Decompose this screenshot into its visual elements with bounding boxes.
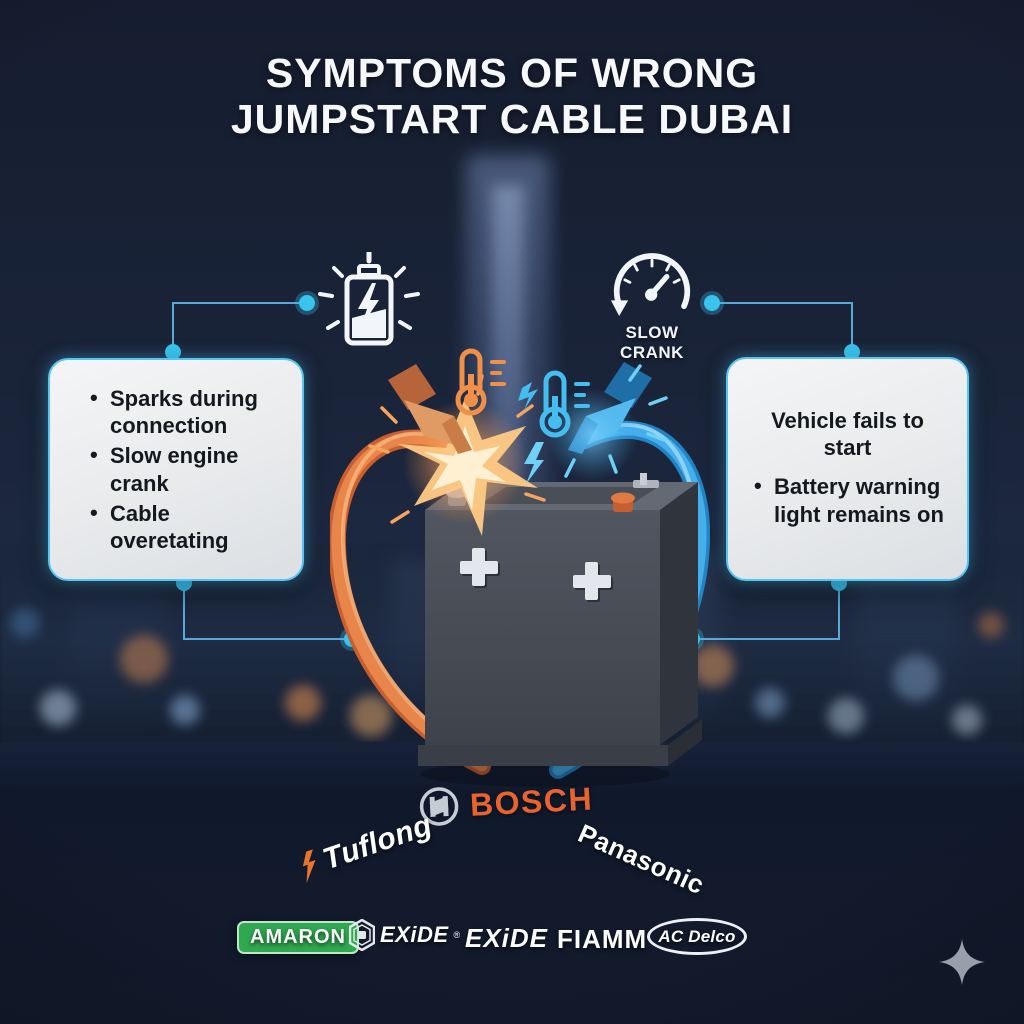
bokeh-light [170,695,200,725]
registered-mark: ® [453,930,461,940]
bokeh-light [828,698,864,734]
brand-amaron: AMARON [237,921,359,954]
symptom-item: Sparks during connection [88,384,288,440]
building-silhouette [70,590,165,720]
bosch-wordmark: BOSCH [469,779,594,823]
symptoms-panel-left: Sparks during connection Slow engine cra… [48,358,304,581]
jumpstart-battery-illustration [330,348,710,787]
plus-mark [460,548,500,588]
bokeh-light [120,635,168,683]
exide-wordmark: EXiDE [380,922,449,947]
brand-fiamm: FIAMM [557,924,648,954]
orange-jumper-cable [330,429,491,775]
page-title: SYMPTOMS OF WRONG JUMPSTART CABLE DUBAI [0,50,1024,143]
thermometer-cold-icon [518,370,590,438]
plus-mark [573,562,613,602]
brand-exide: EXiDE [465,923,549,953]
bokeh-light [285,685,321,721]
brand-acdelco: AC Delco [647,918,747,955]
bokeh-light [952,705,982,735]
bokeh-light [755,688,785,718]
brand-exide-badged: EXiDE ® [349,919,460,951]
tuflong-wordmark: Tuflong [318,808,437,877]
thermometer-hot-icon [455,348,506,416]
acdelco-wordmark: AC Delco [658,926,736,946]
bosch-armature-icon [419,787,459,826]
brand-bosch: BOSCH [417,777,594,828]
blue-sparks [524,364,668,484]
title-line-2: JUMPSTART CABLE DUBAI [230,96,794,143]
symptoms-panel-right: Vehicle fails to start Battery warning l… [726,357,969,581]
symptom-item: Cable overetating [88,499,288,555]
symptom-item: Battery warning light remains on [752,472,949,528]
battery-warning-icon [318,252,420,346]
brand-tuflong: Tuflong [294,808,436,885]
symptom-heading: Vehicle fails to start [771,407,924,461]
title-line-1: SYMPTOMS OF WRONG [265,50,759,96]
bokeh-light [40,690,76,726]
orange-cable-clamp [388,364,472,454]
slow-crank-indicator: SLOW CRANK [592,252,712,363]
hexagon-badge-icon [349,919,375,951]
brand-panasonic: Panasonic [573,818,709,901]
sparkle-icon [939,939,985,985]
car-battery [418,473,702,766]
bokeh-light [10,608,40,638]
lightning-bolt-icon [302,849,316,884]
bokeh-light [978,612,1004,638]
battery-terminal-positive [611,473,659,512]
gauge-icon [610,253,691,316]
slow-crank-label: SLOW CRANK [620,323,684,362]
symptom-item: Slow engine crank [88,441,288,497]
bokeh-light [893,655,939,701]
